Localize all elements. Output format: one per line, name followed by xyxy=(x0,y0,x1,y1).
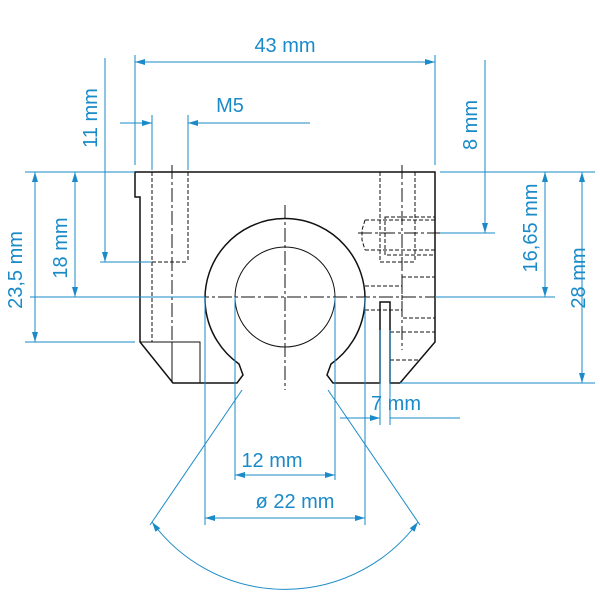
dim-18mm: 18 mm xyxy=(50,217,72,278)
dim-12mm: 12 mm xyxy=(241,450,302,472)
dim-8mm: 8 mm xyxy=(460,100,482,150)
dim-16-65mm: 16,65 mm xyxy=(520,184,542,273)
dim-m5: M5 xyxy=(216,95,244,117)
dim-22mm-diameter: ø 22 mm xyxy=(256,491,335,513)
dim-23-5mm: 23,5 mm xyxy=(5,231,27,309)
dimension-lines xyxy=(25,55,595,590)
part-outline xyxy=(134,165,440,390)
dim-43mm: 43 mm xyxy=(254,35,315,57)
dim-7mm: 7 mm xyxy=(371,393,421,415)
dim-28mm: 28 mm xyxy=(568,247,590,308)
dim-11mm: 11 mm xyxy=(80,88,102,148)
